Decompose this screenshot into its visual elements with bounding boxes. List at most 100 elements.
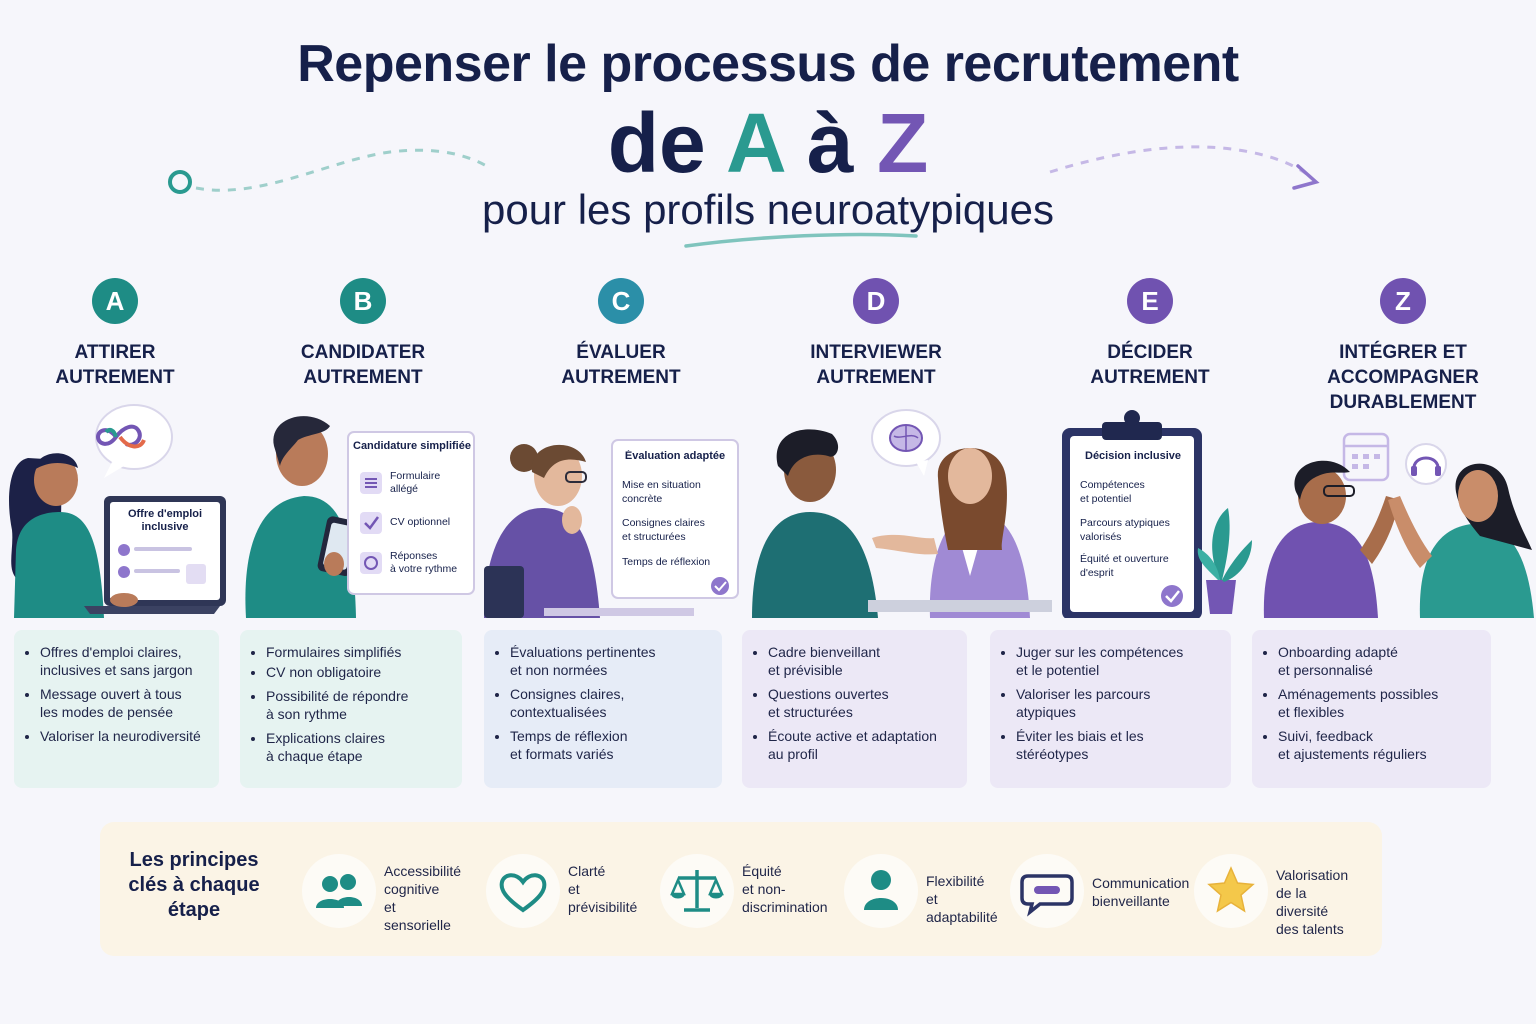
card-integrer: Onboarding adapté et personnalisé Aménag…	[1252, 630, 1491, 788]
step-title-e: DÉCIDER AUTREMENT	[1090, 342, 1210, 388]
dashed-line-left	[195, 148, 491, 192]
card-integrer-bullet: Onboarding adapté et personnalisé	[1278, 644, 1481, 679]
candidature-panel-title: Candidature simplifiée	[353, 440, 471, 452]
card-evaluer-bullet: Consignes claires, contextualisées	[510, 686, 712, 721]
evaluation-item-3: Temps de réflexion	[622, 556, 711, 568]
card-attirer-bullet: Message ouvert à tous les modes de pensé…	[40, 686, 209, 721]
dashed-line-right	[1049, 145, 1313, 180]
step-e: E DÉCIDER AUTREMENT	[1035, 278, 1265, 390]
check-icon	[711, 577, 729, 595]
principle-label: Accessibilité cognitive et sensorielle	[384, 863, 462, 933]
card-candidater-bullet: Formulaires simplifiés	[266, 644, 452, 662]
card-evaluer: Évaluations pertinentes et non normées C…	[484, 630, 722, 788]
person-body	[14, 512, 104, 618]
card-decider-bullet: Valoriser les parcours atypiques	[1016, 686, 1221, 721]
card-decider: Juger sur les compétences et le potentie…	[990, 630, 1231, 788]
page-subtitle: pour les profils neuroatypiques	[481, 186, 1054, 233]
step-d: D INTERVIEWER AUTREMENT	[761, 278, 991, 390]
principle-label: Équité et non- discrimination	[742, 863, 828, 915]
step-title-a: ATTIRER AUTREMENT	[55, 342, 175, 388]
page-title: Repenser le processus de recrutement	[297, 35, 1239, 93]
table	[868, 600, 1052, 612]
principles-title: Les principes clés à chaque étape	[128, 849, 260, 921]
card-attirer: Offres d'emploi claires, inclusives et s…	[14, 630, 219, 788]
step-title-d: INTERVIEWER AUTREMENT	[810, 342, 942, 388]
evaluation-panel-title: Évaluation adaptée	[624, 450, 726, 462]
candidature-item-2: CV optionnel	[390, 516, 451, 528]
illustration-candidater: Candidature simplifiée Formulaire allégé…	[245, 416, 475, 618]
step-c: C ÉVALUER AUTREMENT	[506, 278, 736, 390]
illustration-decider: Décision inclusive Compétences et potent…	[1062, 410, 1252, 618]
people-icon	[316, 874, 362, 908]
plant-icon	[1212, 508, 1230, 580]
illustration-interviewer	[752, 409, 1052, 618]
illustration-attirer: Offre d'emploi inclusive	[9, 404, 226, 618]
illustration-evaluer: Évaluation adaptée Mise en situation con…	[484, 439, 739, 618]
evaluation-item-1: Mise en situation concrète	[622, 479, 701, 505]
principle-label: Valorisation de la diversité des talents	[1276, 867, 1349, 937]
clock-icon	[360, 552, 382, 574]
decorative-dashed-lines	[168, 145, 1320, 248]
step-b: B CANDIDATER AUTREMENT	[248, 278, 478, 390]
check-icon	[1161, 585, 1183, 607]
calendar-icon	[1342, 432, 1390, 482]
title-de: de	[607, 96, 706, 190]
person-left-hair	[1294, 460, 1350, 500]
card-candidater: Formulaires simplifiés CV non obligatoir…	[240, 630, 462, 788]
person-right-face	[948, 448, 992, 504]
decision-item-1: Compétences et potentiel	[1080, 479, 1145, 505]
principle-label: Flexibilité et adaptabilité	[926, 873, 998, 925]
person-right-face	[1458, 470, 1498, 522]
card-candidater-bullet: CV non obligatoire	[266, 664, 452, 682]
step-badge-e: E	[1127, 278, 1173, 324]
scales-icon	[670, 870, 724, 912]
card-candidater-bullet: Possibilité de répondre à son rythme	[266, 688, 452, 723]
candidature-item-1: Formulaire allégé	[390, 470, 441, 495]
person-hair-bun	[510, 444, 538, 472]
candidature-item-3: Réponses à votre rythme	[390, 550, 458, 575]
step-title-c: ÉVALUER AUTREMENT	[561, 342, 681, 388]
step-title-z: INTÉGRER ET ACCOMPAGNER DURABLEMENT	[1327, 342, 1479, 413]
step-badge-d: D	[853, 278, 899, 324]
card-attirer-bullet: Offres d'emploi claires, inclusives et s…	[40, 644, 209, 679]
principles-panel: Les principes clés à chaque étape Access…	[100, 822, 1382, 956]
card-interviewer-bullet: Écoute active et adaptation au profil	[768, 728, 957, 763]
step-badge-z: Z	[1380, 278, 1426, 324]
person-hair	[531, 444, 586, 478]
page-title-a-to-z: de A à Z	[0, 98, 1536, 188]
person-left-body	[752, 512, 878, 618]
speech-bubble	[95, 404, 173, 470]
title-letter-z: Z	[876, 96, 929, 190]
card-evaluer-bullet: Évaluations pertinentes et non normées	[510, 644, 712, 679]
card-candidater-bullet: Explications claires à chaque étape	[266, 730, 452, 765]
card-decider-bullet: Éviter les biais et les stéréotypes	[1016, 728, 1221, 763]
person-icon	[864, 870, 898, 910]
evaluation-item-2: Consignes claires et structurées	[622, 517, 705, 543]
decision-item-3: Équité et ouverture d'esprit	[1080, 553, 1169, 579]
step-badge-b: B	[340, 278, 386, 324]
card-attirer-bullet: Valoriser la neurodiversité	[40, 728, 209, 746]
person-left-face	[1298, 468, 1346, 524]
plant-pot	[1206, 580, 1236, 614]
person-right-body	[1419, 524, 1534, 618]
glasses-icon	[565, 471, 587, 483]
evaluation-panel	[611, 439, 739, 599]
star-icon	[1207, 866, 1255, 913]
laptop-screen-title-text: Offre d'emploi inclusive	[127, 508, 203, 533]
decision-item-2: Parcours atypiques valorisés	[1080, 517, 1170, 543]
step-z: Z INTÉGRER ET ACCOMPAGNER DURABLEMENT	[1288, 278, 1518, 415]
principle-label: Clarté et prévisibilité	[568, 863, 638, 915]
step-badge-a: A	[92, 278, 138, 324]
headphones-bubble	[1405, 443, 1447, 485]
card-integrer-bullet: Aménagements possibles et flexibles	[1278, 686, 1481, 721]
title-letter-a: A	[726, 96, 784, 190]
glasses-icon	[1323, 485, 1355, 497]
chat-bubble-icon	[1020, 874, 1074, 917]
title-a-to: à	[806, 96, 854, 190]
person-hair	[273, 416, 330, 466]
step-badge-c: C	[598, 278, 644, 324]
illustration-integrer	[1263, 432, 1534, 618]
card-interviewer-bullet: Cadre bienveillant et prévisible	[768, 644, 957, 679]
card-evaluer-bullet: Temps de réflexion et formats variés	[510, 728, 712, 763]
step-title-b: CANDIDATER AUTREMENT	[300, 342, 426, 388]
